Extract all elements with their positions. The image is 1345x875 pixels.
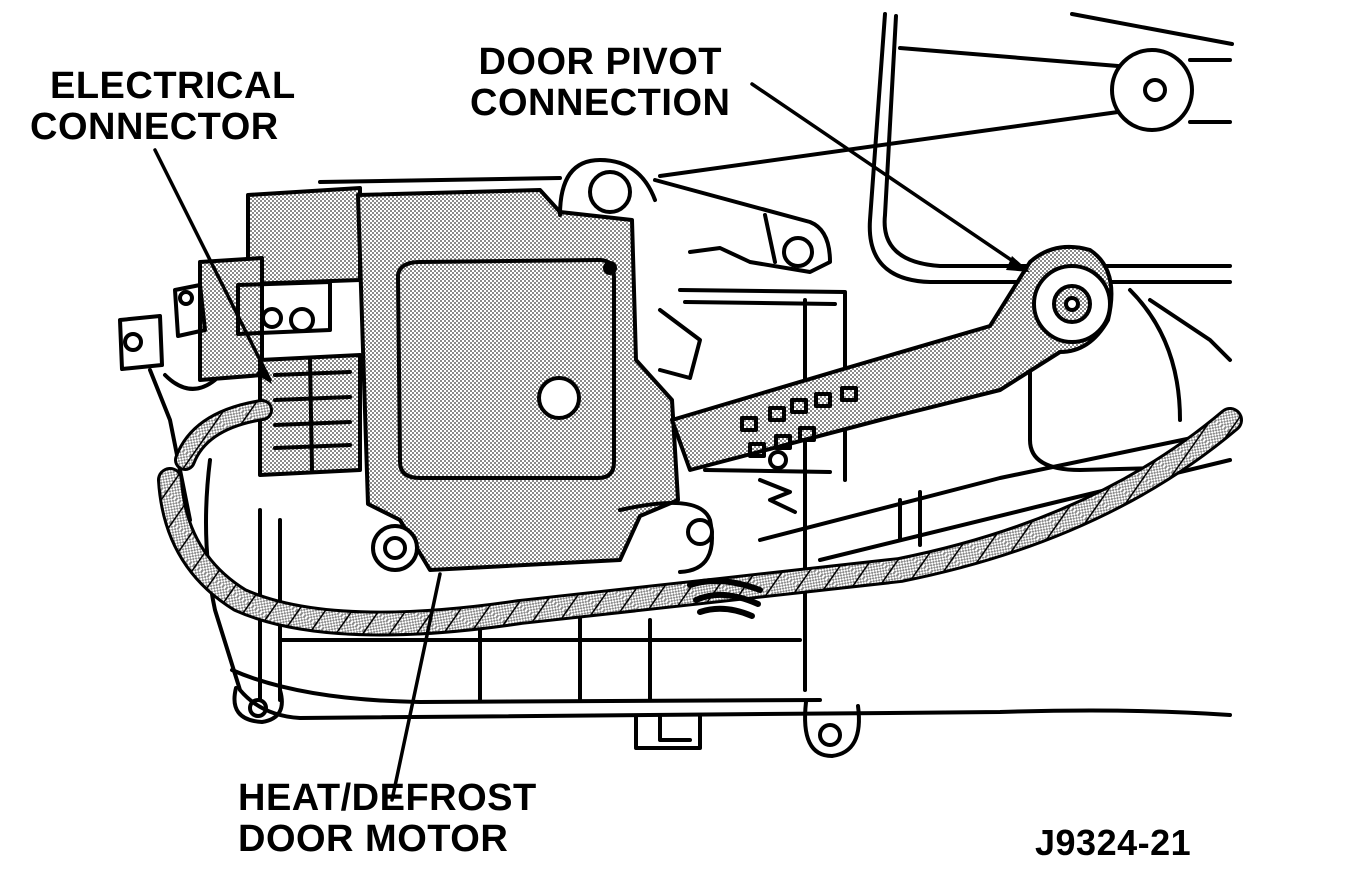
- door-lever-arm: [670, 244, 1114, 514]
- figure-id: J9324-21: [1035, 822, 1192, 863]
- door-motor-label-line-1: HEAT/DEFROST: [238, 777, 537, 819]
- leader-lines: [153, 82, 1028, 802]
- door-motor-label-line-2: DOOR MOTOR: [238, 818, 509, 860]
- door-motor-body: [356, 158, 714, 574]
- pivot-bracket: [653, 178, 832, 274]
- bottom-mounting-tabs: [232, 686, 861, 758]
- leader-door-motor: [390, 572, 442, 802]
- door-pivot-label-line-1: DOOR PIVOT: [478, 41, 723, 83]
- heat-defrost-door-motor-label: HEAT/DEFROST DOOR MOTOR: [238, 778, 537, 860]
- connector-housing: [118, 186, 362, 522]
- leader-electrical-connector: [153, 148, 272, 382]
- electrical-connector-label-line-1: ELECTRICAL: [50, 65, 296, 107]
- wire-harness: [157, 399, 1243, 637]
- electrical-connector-label: ELECTRICAL CONNECTOR: [30, 66, 296, 148]
- housing-upper-frame: [658, 12, 1234, 284]
- electrical-connector-label-line-2: CONNECTOR: [30, 106, 279, 148]
- door-pivot-label-line-2: CONNECTION: [470, 82, 731, 124]
- leader-door-pivot: [750, 82, 1028, 272]
- door-pivot-connection-label: DOOR PIVOT CONNECTION: [470, 42, 730, 124]
